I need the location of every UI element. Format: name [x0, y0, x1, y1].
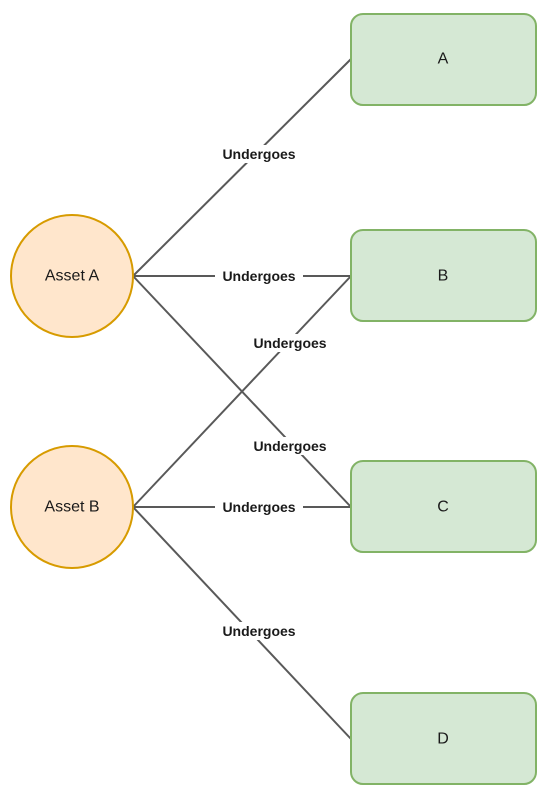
node-b[interactable]: B	[350, 229, 537, 322]
node-a[interactable]: A	[350, 13, 537, 106]
node-d[interactable]: D	[350, 692, 537, 785]
asset-a-label: Asset A	[45, 268, 100, 285]
edge-label-text: Undergoes	[222, 623, 295, 639]
node-a-box	[350, 13, 537, 106]
edge-label-asset-a-to-b: Undergoes	[215, 267, 303, 285]
edge-label-text: Undergoes	[222, 499, 295, 515]
node-c[interactable]: C	[350, 460, 537, 553]
edge-label-asset-b-to-b: Undergoes	[245, 334, 335, 352]
edge-label-text: Undergoes	[222, 146, 295, 162]
node-b-label: B	[438, 268, 449, 285]
nodes-layer: Asset A Asset B A B C D	[10, 13, 537, 785]
node-asset-b[interactable]: Asset B	[10, 445, 134, 569]
node-d-box	[350, 692, 537, 785]
edge-label-text: Undergoes	[253, 438, 326, 454]
edge-label-asset-b-to-d: Undergoes	[214, 622, 304, 640]
node-c-box	[350, 460, 537, 553]
asset-b-label: Asset B	[44, 499, 99, 516]
node-c-label: C	[437, 499, 449, 516]
edge-asset-b-to-b	[132, 275, 352, 508]
node-d-label: D	[437, 731, 449, 748]
edge-label-asset-a-to-a: Undergoes	[214, 145, 304, 163]
edge-label-asset-a-to-c: Undergoes	[245, 437, 335, 455]
asset-b-circle	[10, 445, 134, 569]
edge-labels-layer: Undergoes Undergoes Undergoes Undergoes …	[214, 145, 335, 640]
node-b-box	[350, 229, 537, 322]
node-a-label: A	[438, 51, 449, 68]
edge-label-text: Undergoes	[253, 335, 326, 351]
node-asset-a[interactable]: Asset A	[10, 214, 134, 338]
edge-label-text: Undergoes	[222, 268, 295, 284]
edge-label-asset-b-to-c: Undergoes	[215, 498, 303, 516]
edge-asset-a-to-a	[132, 58, 352, 277]
asset-a-circle	[10, 214, 134, 338]
